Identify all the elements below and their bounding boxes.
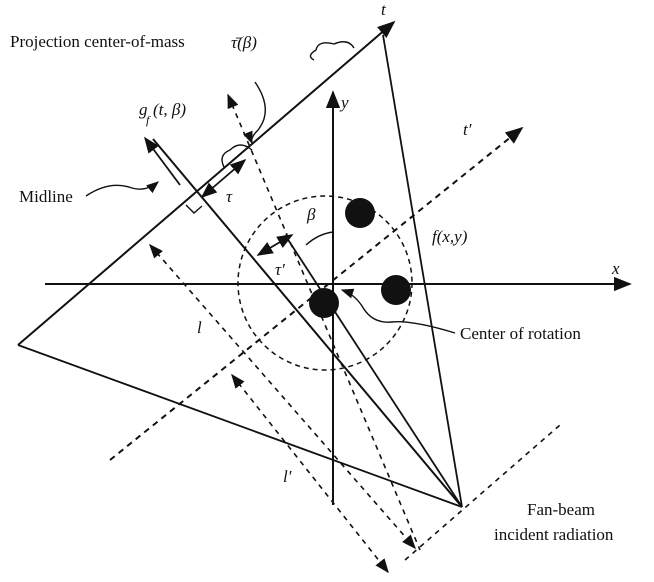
label-g: g — [139, 100, 148, 119]
rotation-circle — [237, 195, 413, 371]
label-fan-beam-line1: Fan-beam — [527, 500, 595, 519]
label-fan-beam-line2: incident radiation — [494, 525, 614, 544]
dashed-fan-baseline — [404, 424, 561, 561]
tau-arrow — [200, 158, 247, 199]
fan-ray-center — [284, 234, 463, 508]
label-l: l — [197, 318, 202, 337]
callout-midline — [85, 181, 159, 197]
projection-bump-top — [309, 41, 355, 61]
label-beta: β — [306, 205, 316, 224]
label-tau-prime: τ′ — [275, 260, 285, 279]
label-l-prime: l′ — [283, 467, 292, 486]
beta-arc — [305, 231, 334, 246]
label-midline: Midline — [19, 187, 73, 206]
callout-center-rotation — [340, 288, 456, 334]
label-projection-cm: Projection center-of-mass — [10, 32, 185, 51]
label-y-axis: y — [339, 93, 349, 112]
label-t-prime-axis: t′ — [463, 120, 472, 139]
label-t-axis: t — [381, 0, 387, 19]
right-angle-marker — [185, 204, 203, 214]
t-axis — [17, 20, 396, 346]
object-disc-center — [309, 288, 339, 318]
callout-projection-cm — [243, 81, 266, 145]
label-x-axis: x — [611, 259, 620, 278]
object-disc-right — [381, 275, 411, 305]
label-g-args: (t, β) — [153, 100, 186, 119]
object-disc-upper — [345, 198, 375, 228]
label-tau: τ — [226, 187, 233, 206]
fan-ray-right — [382, 34, 463, 508]
label-projection-cm-symbol: τ̄(β) — [231, 33, 257, 52]
label-center-of-rotation: Center of rotation — [460, 324, 581, 343]
label-f-xy: f(x,y) — [432, 227, 468, 246]
projection-bump-mid — [221, 144, 253, 168]
g-axis-arrow — [144, 136, 181, 186]
label-g-sub: f — [146, 113, 151, 127]
tau-prime-arrow — [256, 234, 294, 256]
fan-ray-left — [17, 344, 463, 508]
l-prime-dimension-arrow — [231, 373, 389, 574]
